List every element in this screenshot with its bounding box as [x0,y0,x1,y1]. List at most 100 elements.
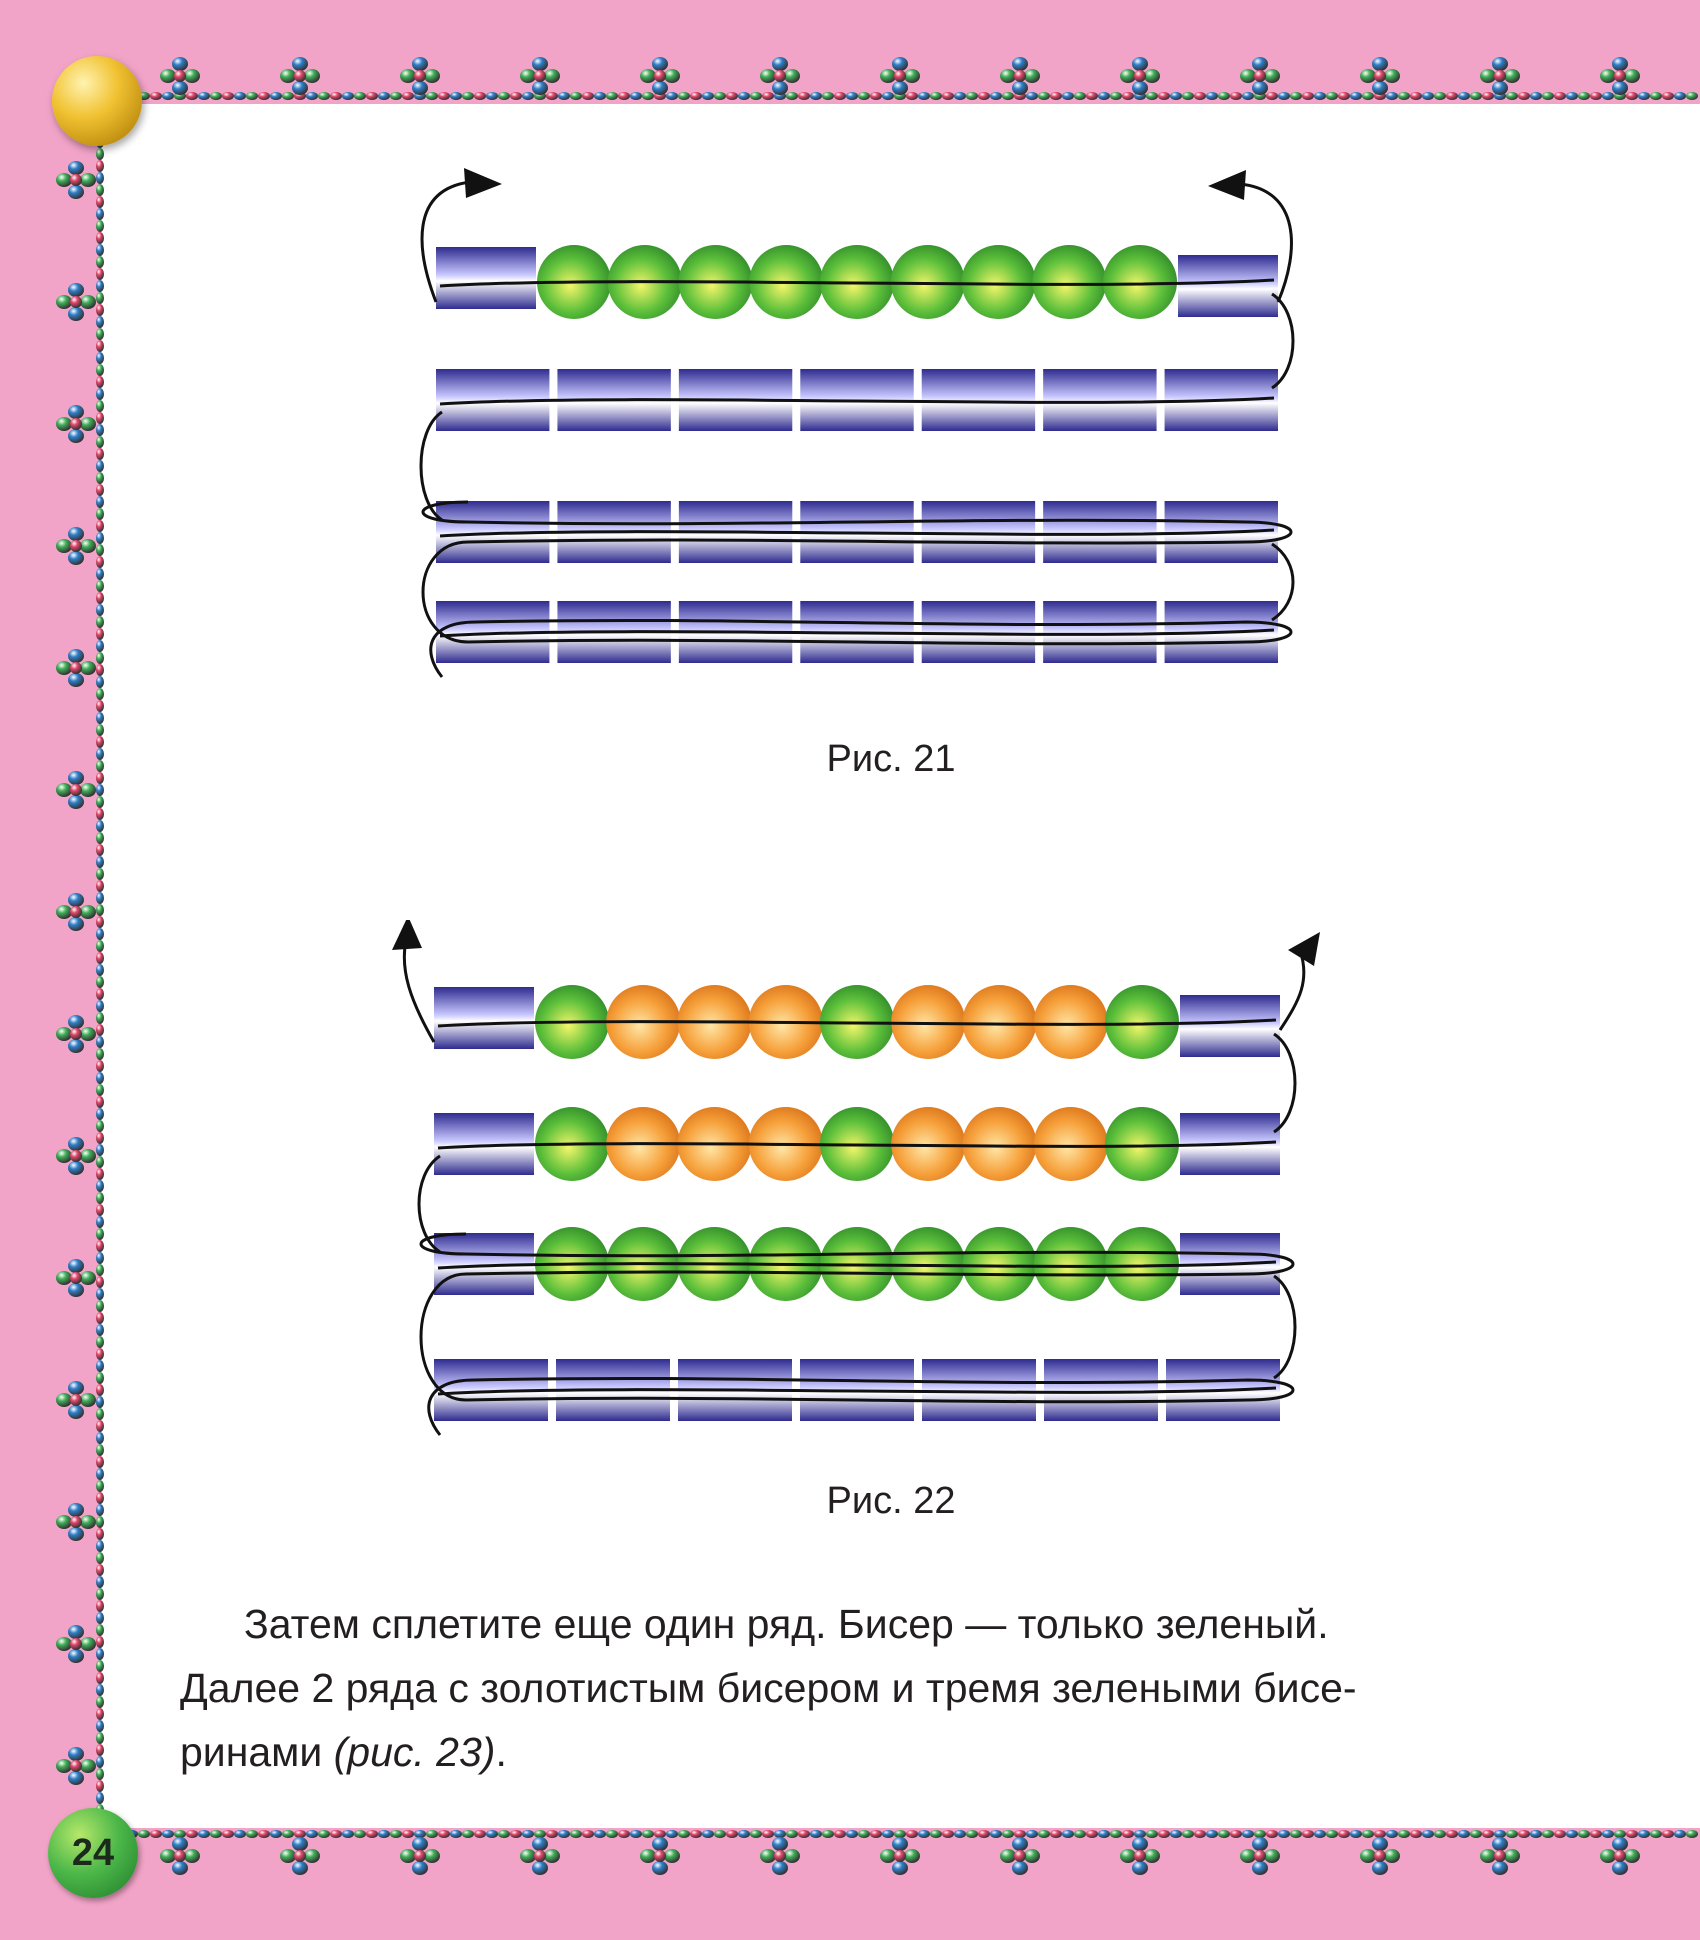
border-bead [1000,69,1016,83]
border-bead [68,1405,84,1419]
border-bead [1372,1837,1388,1851]
border-bead [424,69,440,83]
border-bead [1650,92,1662,100]
border-bead [96,1336,104,1348]
border-bead [186,1830,198,1838]
border-bead [68,429,84,443]
border-bead [1384,1849,1400,1863]
border-bead [880,1849,896,1863]
thread-pass [437,1386,1277,1396]
border-bead [1494,70,1506,82]
border-bead [978,1830,990,1838]
border-bead [640,1849,656,1863]
border-bead [906,92,918,100]
border-bead [1612,1837,1628,1851]
border-bead [96,1276,104,1288]
border-bead [640,69,656,83]
border-bead [1350,92,1362,100]
border-bead [96,1636,104,1648]
border-bead [96,256,104,268]
border-bead [762,1830,774,1838]
border-bead [520,1849,536,1863]
border-bead [784,1849,800,1863]
border-bead [1398,92,1410,100]
border-bead [96,856,104,868]
thread-turn [417,1154,441,1254]
border-bead [772,81,788,95]
border-bead [96,280,104,292]
border-bead [96,1720,104,1732]
border-bead [70,662,82,674]
border-bead [96,1456,104,1468]
border-bead [160,69,176,83]
border-bead [1626,1830,1638,1838]
border-bead [1650,1830,1662,1838]
border-bead [174,70,186,82]
border-bead [1182,1830,1194,1838]
border-bead [96,1780,104,1792]
border-bead [424,1849,440,1863]
border-bead [96,1084,104,1096]
border-bead [1566,1830,1578,1838]
bugle-bead [436,247,536,309]
border-bead [68,1381,84,1395]
border-bead [570,92,582,100]
border-bead [1086,1830,1098,1838]
border-bead [882,1830,894,1838]
border-bead [1242,92,1254,100]
border-bead [1566,92,1578,100]
border-bead [96,1492,104,1504]
border-bead [402,92,414,100]
border-bead [96,940,104,952]
border-bead [702,1830,714,1838]
border-bead [56,1393,72,1407]
border-bead [570,1830,582,1838]
border-bead [68,1161,84,1175]
border-bead [1492,1837,1508,1851]
bugle-bead [1178,255,1278,317]
orange-bead [962,1107,1037,1181]
border-bead [690,1830,702,1838]
border-bead [96,1564,104,1576]
border-bead [70,1516,82,1528]
border-bead [80,173,96,187]
border-bead [150,1830,162,1838]
border-bead [1624,69,1640,83]
border-bead [412,81,428,95]
border-bead [1014,70,1026,82]
border-bead [96,688,104,700]
border-bead [68,405,84,419]
border-bead [172,1837,188,1851]
border-bead [56,539,72,553]
border-bead [70,174,82,186]
border-bead [56,1149,72,1163]
bugle-bead [1043,369,1157,431]
border-bead [162,92,174,100]
border-bead [1120,69,1136,83]
border-bead [68,1283,84,1297]
border-bead [318,92,330,100]
border-bead [450,92,462,100]
border-bead [174,1830,186,1838]
border-bead [96,1408,104,1420]
border-bead [80,1759,96,1773]
border-bead [810,92,822,100]
border-bead [96,1504,104,1516]
bugle-bead [921,501,1036,563]
border-bead [56,173,72,187]
border-bead [702,92,714,100]
green-bead [1033,1227,1108,1301]
border-bead [1614,70,1626,82]
border-bead [96,928,104,940]
border-bead [96,1024,104,1036]
border-bead [280,1849,296,1863]
border-bead [96,640,104,652]
border-bead [1410,92,1422,100]
border-bead [1612,81,1628,95]
border-bead [1014,1830,1026,1838]
border-bead [652,1837,668,1851]
border-bead [1542,92,1554,100]
border-bead [96,1792,104,1804]
border-bead [1252,57,1268,71]
